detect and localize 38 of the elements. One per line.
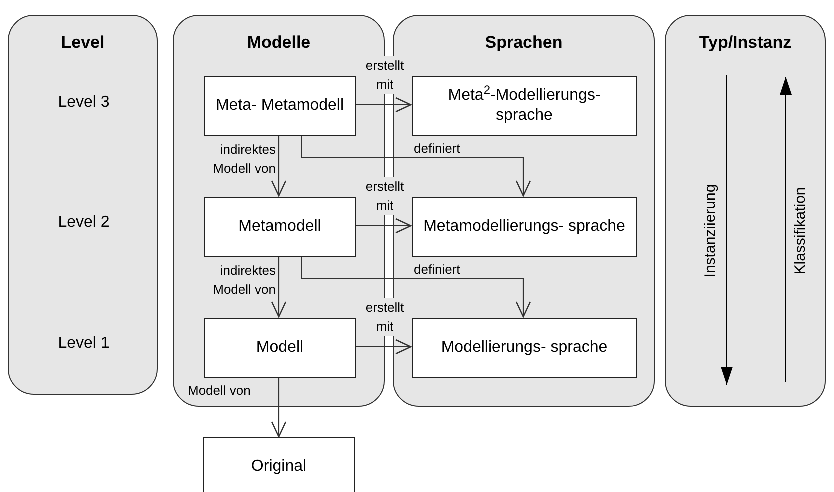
edge-label: indirektes Modell von xyxy=(212,141,276,178)
arrow xyxy=(355,218,412,234)
arrow xyxy=(355,339,412,355)
model-box xyxy=(204,197,356,257)
column-heading: Modelle xyxy=(246,32,312,54)
direction-text: Klassifikation xyxy=(790,187,810,275)
arrow xyxy=(271,256,287,318)
edge-label: definiert xyxy=(414,140,462,158)
model-box xyxy=(412,318,637,378)
direction-text: Instanziierung xyxy=(700,184,720,278)
arrow xyxy=(271,135,287,197)
arrow xyxy=(271,377,287,438)
column-panel xyxy=(665,15,826,407)
box-text: Modell xyxy=(255,338,305,358)
edge-label: Modell von xyxy=(188,382,252,400)
level-text: Level 1 xyxy=(58,334,110,354)
model-box xyxy=(204,76,356,136)
column-heading: Sprachen xyxy=(484,32,564,54)
edge-label: indirektes Modell von xyxy=(212,262,276,299)
arrow xyxy=(301,135,532,197)
box-text: Metamodellierungs- sprache xyxy=(422,217,626,237)
column-heading: Level xyxy=(60,32,106,54)
box-text: Meta- Metamodell xyxy=(214,96,346,116)
model-box xyxy=(412,76,637,136)
column-heading: Typ/Instanz xyxy=(698,32,793,54)
edge-label: definiert xyxy=(414,261,462,279)
box-text: Meta$^{2}$-Modellierungs- sprache xyxy=(447,86,602,126)
box-text: Original xyxy=(250,457,308,477)
level-text: Level 3 xyxy=(58,93,110,113)
column-panel xyxy=(8,15,158,395)
level-text: Level 2 xyxy=(58,213,110,233)
model-box xyxy=(412,197,637,257)
arrow xyxy=(301,256,532,318)
model-box xyxy=(203,437,355,492)
box-text: Modellierungs- sprache xyxy=(440,338,609,358)
box-text: Metamodell xyxy=(238,217,322,237)
model-box xyxy=(204,318,356,378)
arrow xyxy=(355,97,412,113)
